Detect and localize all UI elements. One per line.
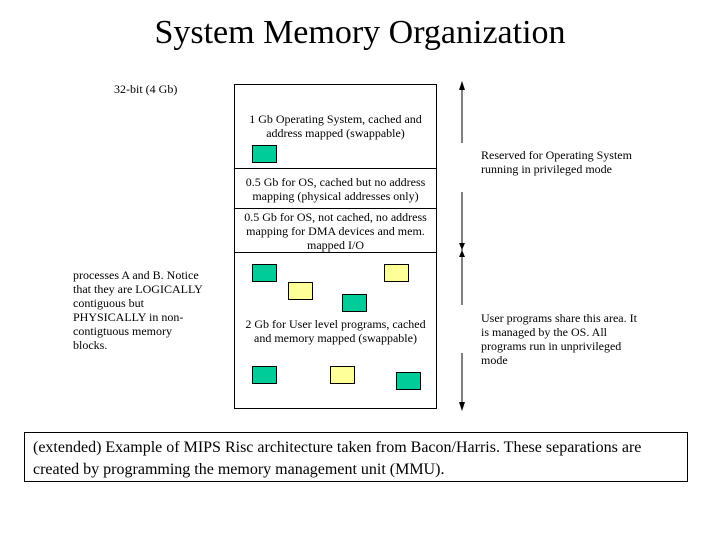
range-arrows	[459, 81, 465, 411]
page-title: System Memory Organization	[154, 14, 566, 51]
segment-os-uncached: 0.5 Gb for OS, not cached, no address ma…	[244, 210, 427, 252]
segment-divider	[234, 252, 437, 253]
arrow-down-icon	[459, 243, 465, 250]
arrow-up-icon	[459, 250, 465, 257]
process-b-block	[288, 282, 313, 300]
segment-user: 2 Gb for User level programs, cached and…	[245, 317, 426, 345]
process-b-block	[330, 366, 355, 384]
process-a-block	[342, 294, 367, 312]
arrow-up-icon	[459, 81, 465, 90]
user-range-note: User programs share this area. It is man…	[481, 311, 637, 367]
segment-divider	[234, 168, 437, 169]
address-width-label: 32-bit (4 Gb)	[114, 82, 178, 96]
process-b-block	[384, 264, 409, 282]
memory-map	[234, 84, 437, 409]
left-note: processes A and B. Notice that they are …	[73, 268, 203, 352]
os-range-note: Reserved for Operating System running in…	[481, 148, 632, 176]
process-a-block	[252, 366, 277, 384]
process-a-block	[252, 264, 277, 282]
segment-os-mapped: 1 Gb Operating System, cached and addres…	[249, 112, 422, 140]
process-a-block	[252, 145, 277, 163]
arrow-down-icon	[459, 402, 465, 411]
segment-divider	[234, 208, 437, 209]
process-a-block	[396, 372, 421, 390]
caption-box: (extended) Example of MIPS Risc architec…	[24, 432, 688, 482]
segment-os-cached: 0.5 Gb for OS, cached but no address map…	[245, 175, 426, 203]
